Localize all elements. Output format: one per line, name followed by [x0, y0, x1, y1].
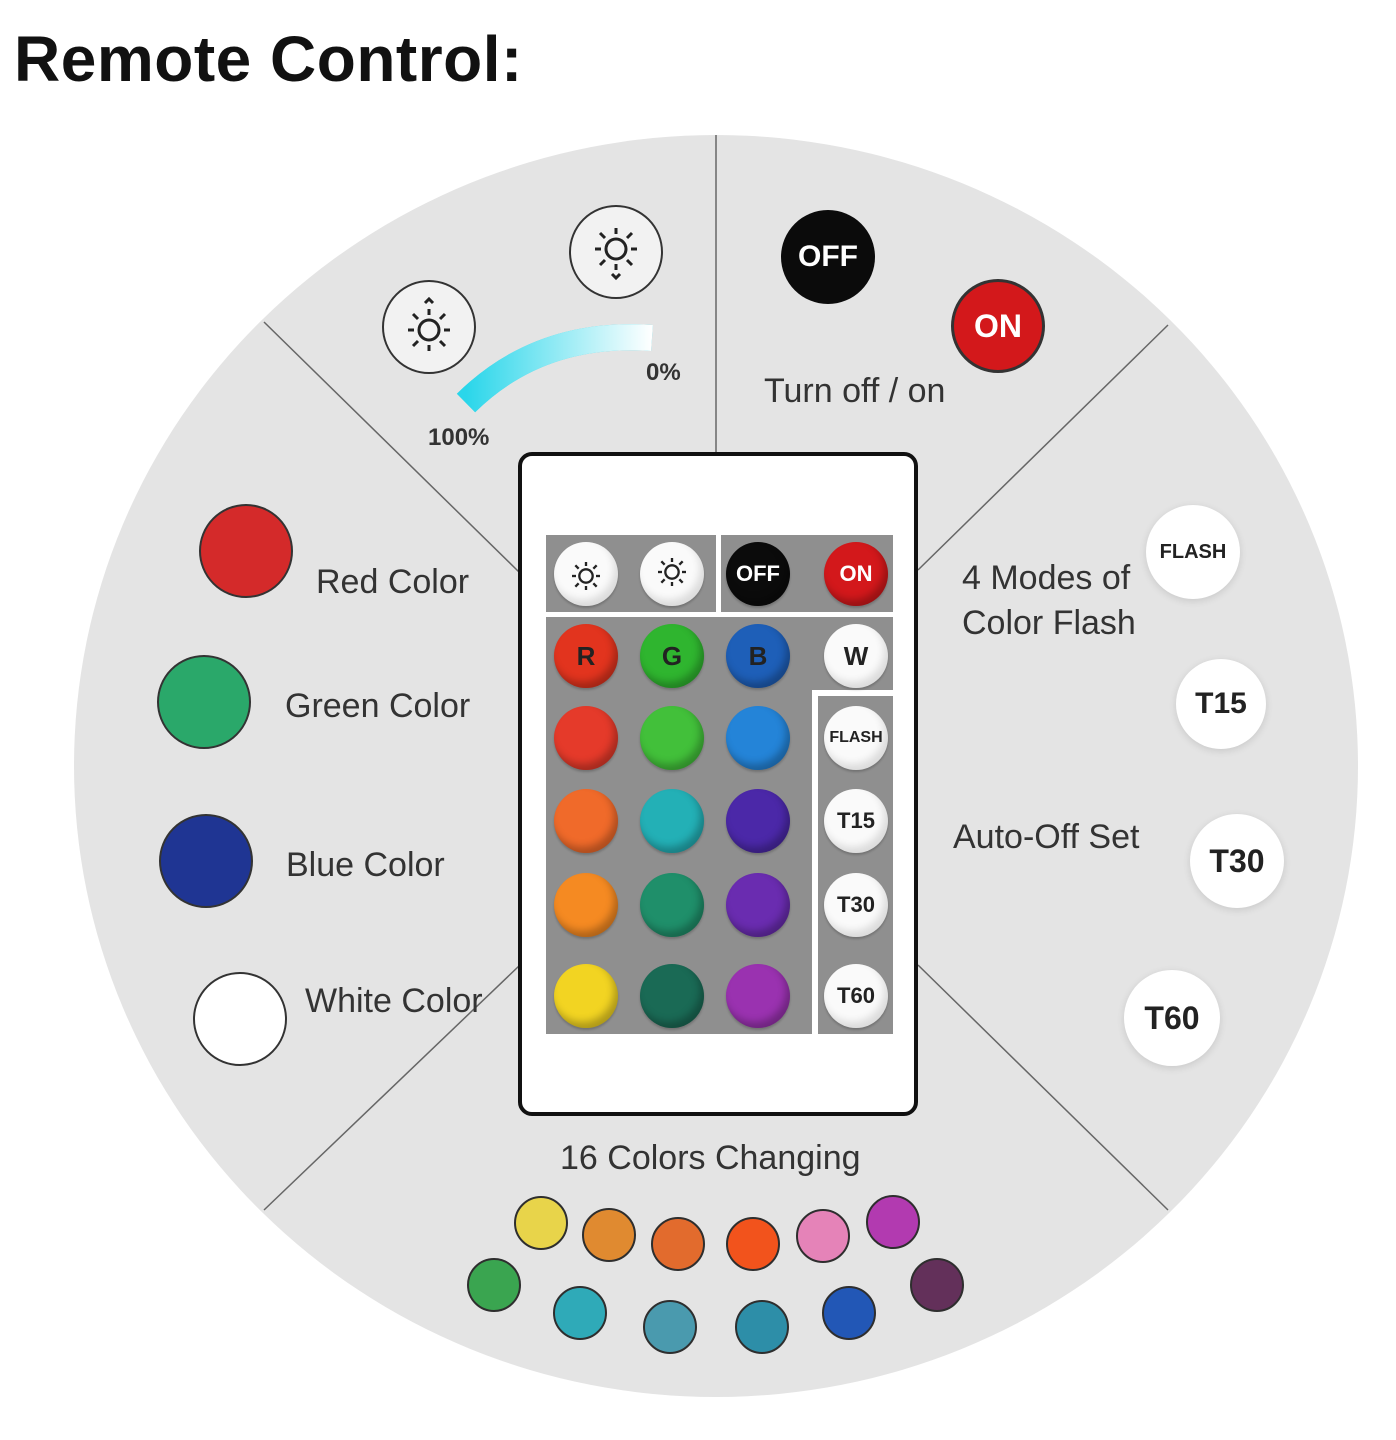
white-color-icon	[193, 972, 287, 1066]
green-color-icon	[157, 655, 251, 749]
flash-mode-icon: FLASH	[1146, 505, 1240, 599]
color-dot-plum	[910, 1258, 964, 1312]
color-dot-magenta	[866, 1195, 920, 1249]
remote-color-button[interactable]	[554, 964, 618, 1028]
blue-color-icon	[159, 814, 253, 908]
remote-color-button[interactable]	[640, 964, 704, 1028]
remote-t30-button[interactable]: T30	[824, 873, 888, 937]
color-dot-teal	[735, 1300, 789, 1354]
sixteen-colors-caption: 16 Colors Changing	[560, 1139, 861, 1177]
remote-color-button[interactable]	[726, 873, 790, 937]
remote-color-button[interactable]	[554, 873, 618, 937]
off-button: OFF	[781, 210, 875, 304]
brightness-down-icon	[569, 205, 663, 299]
remote-color-button[interactable]	[640, 706, 704, 770]
remote-color-button[interactable]	[726, 706, 790, 770]
color-dot-blue	[822, 1286, 876, 1340]
color-dot-steel-blue	[643, 1300, 697, 1354]
remote-color-button[interactable]	[726, 789, 790, 853]
brightness-min-label: 0%	[646, 359, 681, 386]
flash-caption-line2: Color Flash	[962, 604, 1136, 642]
page-title: Remote Control:	[14, 23, 523, 95]
green-color-label: Green Color	[285, 687, 471, 725]
remote-green-button[interactable]: G	[640, 624, 704, 688]
remote-color-button[interactable]	[554, 789, 618, 853]
t15-timer-icon: T15	[1176, 659, 1266, 749]
remote-blue-button[interactable]: B	[726, 624, 790, 688]
remote-brightness-up-button[interactable]	[554, 542, 618, 606]
remote-color-button[interactable]	[640, 873, 704, 937]
remote-white-button[interactable]: W	[824, 624, 888, 688]
remote-color-button[interactable]	[726, 964, 790, 1028]
remote-t15-button[interactable]: T15	[824, 789, 888, 853]
color-dot-green	[467, 1258, 521, 1312]
white-color-label: White Color	[305, 982, 483, 1020]
red-color-label: Red Color	[316, 563, 470, 601]
color-dot-yellow	[514, 1196, 568, 1250]
remote-color-button[interactable]	[554, 706, 618, 770]
color-dot-pink	[796, 1209, 850, 1263]
remote-on-button[interactable]: ON	[824, 542, 888, 606]
red-color-icon	[199, 504, 293, 598]
on-button: ON	[951, 279, 1045, 373]
remote-red-button[interactable]: R	[554, 624, 618, 688]
power-caption: Turn off / on	[764, 372, 946, 410]
color-dot-red-orange	[726, 1217, 780, 1271]
color-dot-dark-orange	[651, 1217, 705, 1271]
brightness-up-icon	[382, 280, 476, 374]
remote-t60-button[interactable]: T60	[824, 964, 888, 1028]
brightness-max-label: 100%	[428, 424, 490, 451]
remote-control: OFF ON R G B W FLASH T15 T30 T60	[518, 452, 918, 1116]
remote-color-button[interactable]	[640, 789, 704, 853]
remote-flash-button[interactable]: FLASH	[824, 706, 888, 770]
auto-off-caption: Auto-Off Set	[953, 818, 1140, 856]
color-dot-orange	[582, 1208, 636, 1262]
flash-caption-line1: 4 Modes of	[962, 559, 1131, 597]
t30-timer-icon: T30	[1190, 814, 1284, 908]
t60-timer-icon: T60	[1124, 970, 1220, 1066]
blue-color-label: Blue Color	[286, 846, 445, 884]
color-dot-cyan	[553, 1286, 607, 1340]
remote-brightness-down-button[interactable]	[640, 542, 704, 606]
remote-off-button[interactable]: OFF	[726, 542, 790, 606]
